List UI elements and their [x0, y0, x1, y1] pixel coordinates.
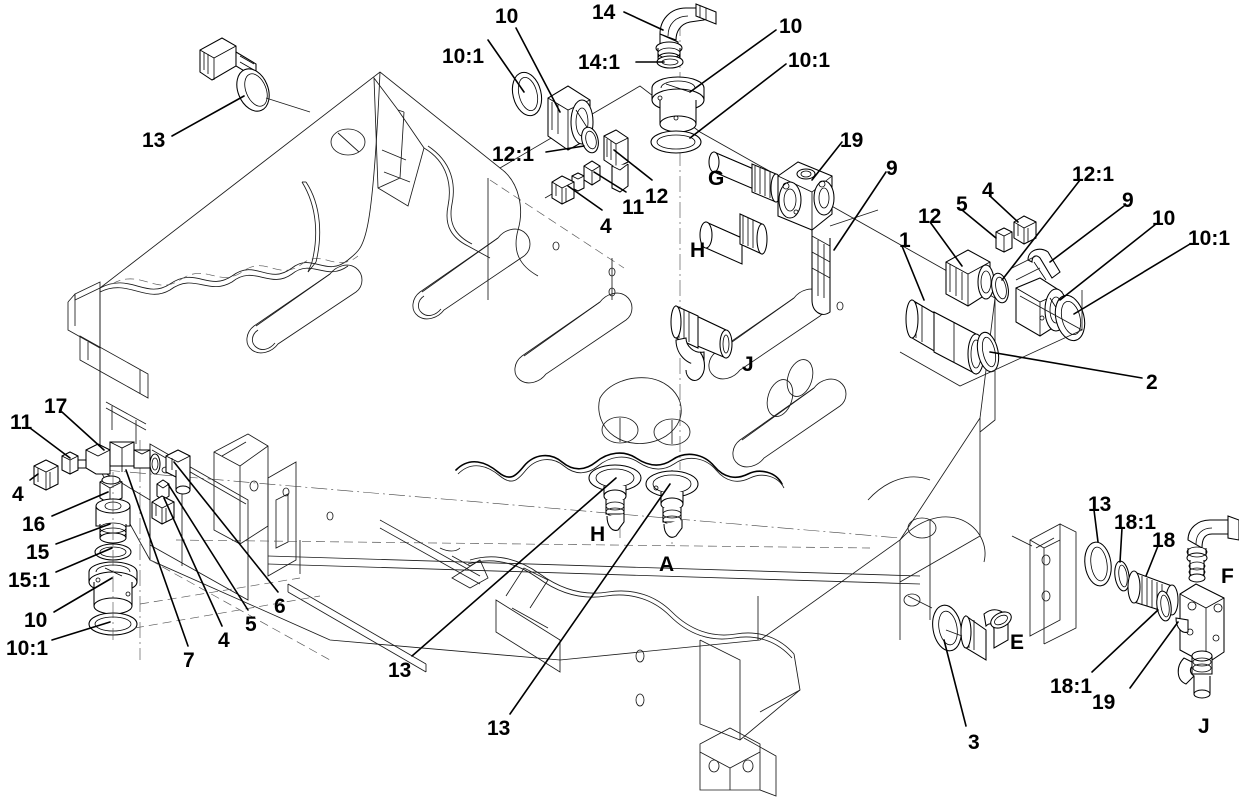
callout-12-1-a: 12:1 [492, 143, 535, 166]
callout-10-1-d: 10:1 [6, 637, 49, 660]
callout-18-1-a: 18:1 [1114, 511, 1157, 534]
callout-13-d: 13 [1088, 493, 1112, 516]
callout-13-c: 13 [487, 717, 511, 740]
callout-10-1-c: 10:1 [1188, 227, 1231, 250]
assembly-bottom-right [907, 515, 1239, 699]
callout-5-b: 5 [245, 613, 257, 636]
callout-9-b: 9 [1122, 189, 1134, 212]
callout-9-a: 9 [886, 157, 898, 180]
callout-17: 17 [44, 395, 68, 418]
callout-16: 16 [22, 513, 46, 536]
callout-19-a: 19 [840, 129, 864, 152]
callout-10-c: 10 [1152, 207, 1176, 230]
callout-11-a: 11 [622, 196, 645, 219]
callout-14-1: 14:1 [578, 51, 621, 74]
ref-letter-h-1: H [690, 239, 706, 262]
callout-12-b: 12 [918, 205, 942, 228]
callout-7: 7 [183, 649, 195, 672]
callout-5-a: 5 [956, 193, 968, 216]
ref-letter-g: G [708, 167, 725, 190]
callout-10-1-a: 10:1 [442, 45, 485, 68]
assembly-right [899, 215, 1086, 387]
callout-6: 6 [274, 595, 286, 618]
assembly-manifold-19 [699, 151, 879, 315]
callout-12-1-b: 12:1 [1072, 163, 1115, 186]
ref-letter-j-1: J [742, 353, 754, 376]
ref-letter-a: A [659, 553, 675, 576]
ref-letter-h-2: H [590, 523, 606, 546]
callout-10-d: 10 [24, 609, 48, 632]
callout-3: 3 [968, 731, 980, 754]
callout-10-a: 10 [495, 5, 519, 28]
callout-13-a: 13 [142, 129, 166, 152]
callout-10-b: 10 [779, 15, 803, 38]
callout-15-1: 15:1 [8, 569, 51, 592]
callout-19-b: 19 [1092, 691, 1116, 714]
ref-letter-j-2: J [1198, 715, 1210, 738]
callout-1: 1 [899, 229, 911, 252]
callout-2: 2 [1146, 371, 1158, 394]
callout-10-1-b: 10:1 [788, 49, 831, 72]
ref-letter-e: E [1010, 631, 1025, 654]
part-13-top-left [199, 37, 311, 113]
callout-14: 14 [592, 1, 616, 24]
callout-12-a: 12 [645, 185, 669, 208]
callout-15: 15 [26, 541, 50, 564]
callout-4-b: 4 [982, 179, 994, 202]
callout-13-b: 13 [388, 659, 412, 682]
callout-11-b: 11 [10, 411, 33, 434]
callout-4-a: 4 [600, 215, 612, 238]
ref-letter-f: F [1221, 565, 1234, 588]
callout-4-c: 4 [12, 483, 24, 506]
callout-4-d: 4 [218, 629, 230, 652]
part-J-center [670, 305, 733, 381]
callout-18: 18 [1152, 529, 1176, 552]
callout-18-1-b: 18:1 [1050, 675, 1093, 698]
